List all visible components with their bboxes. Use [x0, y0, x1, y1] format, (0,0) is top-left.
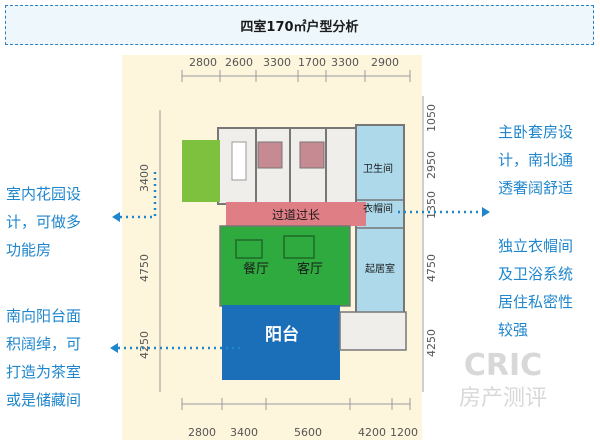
annotation-line: 透奢阔舒适: [498, 179, 574, 197]
sofa-icon: [283, 235, 315, 259]
bathroom-label: 卫生间: [363, 162, 393, 175]
annotation-line: 室内花园设: [6, 185, 82, 203]
dim-top-5: 3300: [331, 56, 359, 69]
corridor-area: [226, 202, 366, 226]
balcony-label: 阳台: [265, 324, 299, 345]
annotation-line: 积阔绰，可: [6, 335, 82, 353]
dim-bottom-4: 4200: [358, 426, 386, 439]
annotation-line: 独立衣帽间: [498, 237, 574, 255]
dim-top-2: 2600: [225, 56, 253, 69]
dining-label: 餐厅: [243, 261, 269, 277]
page-title: 四室170㎡户型分析: [240, 19, 359, 35]
annotation-line: 功能房: [6, 241, 52, 259]
annotation-line: 南向阳台面: [6, 307, 82, 325]
dim-top-1: 2800: [189, 56, 217, 69]
annotation-line: 居住私密性: [498, 293, 574, 311]
dim-right-2: 2950: [425, 151, 438, 179]
annotation-line: 主卧套房设: [498, 123, 574, 141]
annotation-line: 打造为茶室: [6, 363, 82, 381]
title-box: 四室170㎡户型分析: [5, 5, 594, 45]
balcony-annotation: 南向阳台面 积阔绰，可 打造为茶室 或是储藏间: [6, 302, 81, 414]
dim-left-2: 4750: [138, 254, 151, 282]
dining-table-icon: [235, 239, 263, 259]
indoor-garden: [182, 140, 220, 202]
dim-right-3: 1350: [425, 191, 438, 219]
dim-bottom-2: 3400: [230, 426, 258, 439]
annotation-line: 及卫浴系统: [498, 265, 574, 283]
dim-right-4: 4750: [425, 254, 438, 282]
service-balcony: [339, 311, 407, 351]
annotation-line: 计，南北通: [498, 151, 574, 169]
dim-top-6: 2900: [371, 56, 399, 69]
dim-right-1: 1050: [425, 104, 438, 132]
closet-label: 衣帽间: [363, 202, 393, 215]
garden-pointer-line: [112, 172, 157, 219]
dim-bottom-5: 1200: [390, 426, 418, 439]
dim-bottom-3: 5600: [294, 426, 322, 439]
bathroom-fixture: [231, 141, 247, 181]
annotation-line: 或是储藏间: [6, 391, 82, 409]
annotation-line: 较强: [498, 321, 529, 339]
dim-left-3: 4250: [138, 331, 151, 359]
dim-top-3: 3300: [263, 56, 291, 69]
closet-annotation: 独立衣帽间 及卫浴系统 居住私密性 较强: [498, 232, 573, 344]
watermark-logo: CRIC: [464, 348, 542, 383]
dining-living-area: [220, 226, 350, 306]
bed-icon: [299, 141, 325, 169]
balcony-area: [222, 305, 340, 380]
dim-bottom-1: 2800: [188, 426, 216, 439]
bed-icon: [257, 141, 283, 169]
dim-left-1: 3400: [138, 164, 151, 192]
arrow-left-icon: [110, 343, 118, 353]
suite-annotation: 主卧套房设 计，南北通 透奢阔舒适: [498, 118, 573, 202]
arrow-right-icon: [482, 207, 490, 217]
corridor-label: 过道过长: [272, 208, 320, 222]
bedroom-label: 起居室: [365, 262, 395, 275]
dim-right-5: 4250: [425, 329, 438, 357]
dim-top-4: 1700: [298, 56, 326, 69]
arrow-left-icon: [112, 212, 120, 222]
watermark-text: 房产测评: [459, 386, 547, 411]
living-label: 客厅: [297, 261, 323, 277]
annotation-line: 计，可做多: [6, 213, 82, 231]
garden-annotation: 室内花园设 计，可做多 功能房: [6, 180, 81, 264]
